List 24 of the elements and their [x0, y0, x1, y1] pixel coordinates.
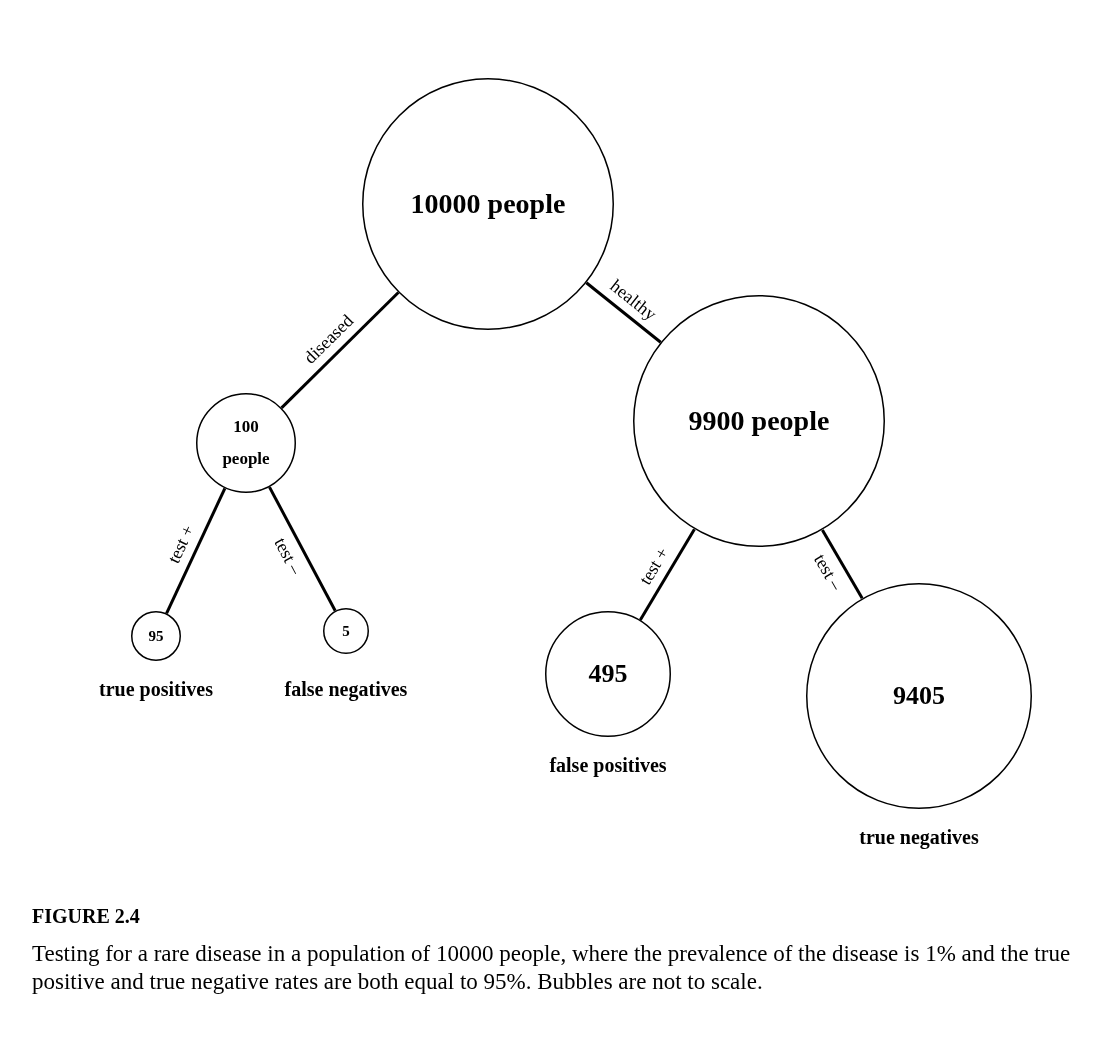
- connector-line: [639, 528, 696, 621]
- connector-line: [280, 291, 400, 409]
- figure-title: FIGURE 2.4: [32, 905, 140, 928]
- connector-line: [268, 486, 337, 612]
- node-caption: true positives: [99, 678, 213, 701]
- node-caption: false negatives: [284, 678, 408, 701]
- node-label: 9405: [892, 680, 946, 712]
- node-label: 495: [587, 658, 629, 690]
- node-label: 5: [341, 621, 351, 641]
- node-caption: true negatives: [859, 826, 979, 849]
- circle-node: [131, 611, 181, 661]
- figure-caption: Testing for a rare disease in a population of 10000 people, where the prevalence of the disease is 1% and the true positive and true negative rates are both equal to 95%. Bubbles are not to scale.: [32, 940, 1072, 997]
- circle-node: [806, 583, 1032, 809]
- connector-line: [821, 529, 864, 600]
- node-label: 10000 people: [409, 187, 567, 221]
- node-caption: false positives: [549, 754, 667, 777]
- node-label: 95: [147, 626, 165, 646]
- circle-node: [323, 608, 369, 654]
- connector-line: [585, 281, 662, 344]
- circle-node: [545, 611, 671, 737]
- node-label: 9900 people: [687, 404, 831, 438]
- connector-line: [165, 487, 227, 614]
- node-label: 100 people: [221, 415, 271, 470]
- circle-node: [196, 393, 296, 493]
